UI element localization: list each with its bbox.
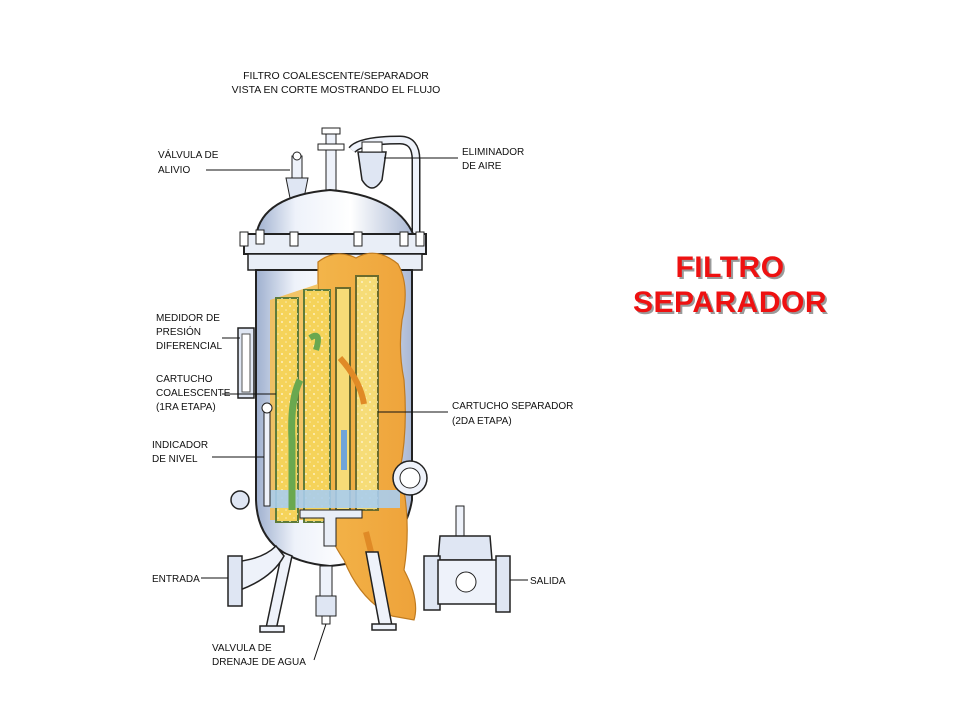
outlet-valve bbox=[423, 505, 511, 613]
side-valve-wheel bbox=[230, 490, 250, 510]
inspection-flange bbox=[392, 460, 428, 496]
slide-title-line1: FILTRO bbox=[675, 251, 785, 284]
label-drain-2: DRENAJE DE AGUA bbox=[212, 657, 306, 668]
top-vent-pipe bbox=[317, 127, 345, 191]
label-separator-2: (2DA ETAPA) bbox=[452, 416, 512, 427]
label-relief-valve-2: ALIVIO bbox=[158, 165, 190, 176]
label-air-eliminator-1: ELIMINADOR bbox=[462, 147, 524, 158]
label-level-indicator-1: INDICADOR bbox=[152, 440, 208, 451]
leader-lines bbox=[201, 157, 528, 661]
vessel-top-head bbox=[254, 188, 416, 237]
differential-pressure-gauge bbox=[237, 327, 255, 399]
label-coalescing-2: COALESCENTE bbox=[156, 388, 231, 399]
diagram-caption-line2: VISTA EN CORTE MOSTRANDO EL FLUJO bbox=[232, 84, 441, 96]
label-gauge-3: DIFERENCIAL bbox=[156, 341, 223, 352]
label-relief-valve-1: VÁLVULA DE bbox=[158, 148, 219, 161]
label-separator-1: CARTUCHO SEPARADOR bbox=[452, 401, 573, 412]
label-air-eliminator-2: DE AIRE bbox=[462, 161, 502, 172]
separator-cartridges bbox=[335, 275, 379, 511]
diagram-caption-line1: FILTRO COALESCENTE/SEPARADOR bbox=[243, 70, 429, 82]
coalescing-cartridges bbox=[275, 289, 331, 523]
support-legs bbox=[259, 550, 397, 633]
label-gauge-2: PRESIÓN bbox=[156, 325, 201, 338]
relief-valve bbox=[285, 151, 309, 199]
level-indicator bbox=[261, 402, 273, 507]
slide-title: FILTRO SEPARADOR bbox=[600, 250, 860, 320]
water-layer bbox=[270, 490, 400, 508]
label-coalescing-1: CARTUCHO bbox=[156, 374, 213, 385]
label-drain-1: VALVULA DE bbox=[212, 643, 272, 654]
label-coalescing-3: (1RA ETAPA) bbox=[156, 402, 216, 413]
air-eliminator bbox=[348, 135, 421, 270]
label-gauge-1: MEDIDOR DE bbox=[156, 313, 220, 324]
label-inlet: ENTRADA bbox=[152, 574, 200, 585]
inlet-pipe bbox=[227, 544, 285, 607]
water-drain-valve bbox=[315, 565, 337, 625]
top-flange bbox=[243, 233, 427, 255]
label-level-indicator-2: DE NIVEL bbox=[152, 454, 198, 465]
slide-title-line2: SEPARADOR bbox=[633, 286, 827, 319]
label-outlet: SALIDA bbox=[530, 576, 566, 587]
flange-bolts bbox=[239, 229, 425, 247]
